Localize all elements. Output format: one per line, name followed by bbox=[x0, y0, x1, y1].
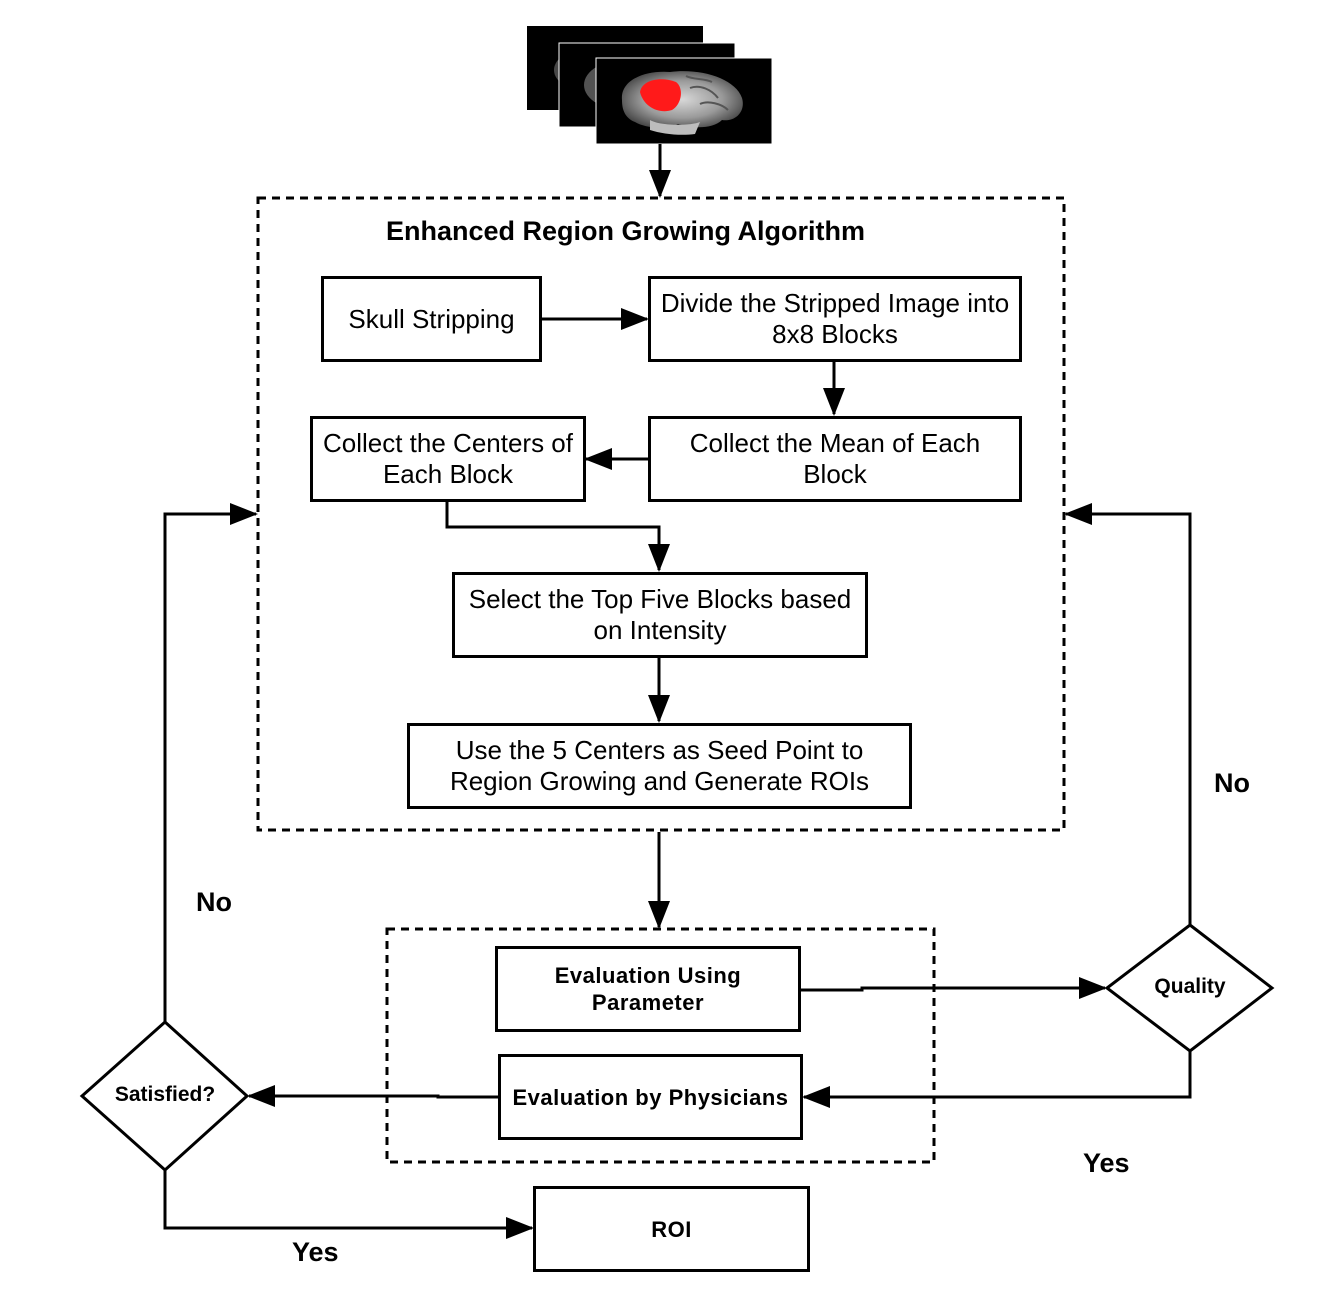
algorithm-title: Enhanced Region Growing Algorithm bbox=[386, 216, 865, 246]
tumor-region-highlight bbox=[640, 79, 681, 112]
roi-box: ROI bbox=[533, 1186, 810, 1272]
mri-image-stack bbox=[527, 26, 773, 145]
divide-blocks-box: Divide the Stripped Image into 8x8 Block… bbox=[648, 276, 1022, 362]
skull-stripping-box: Skull Stripping bbox=[321, 276, 542, 362]
quality-label: Quality bbox=[1154, 975, 1226, 998]
arrow-satisfied-no bbox=[163, 503, 258, 1022]
evaluation-physicians-box: Evaluation by Physicians bbox=[498, 1054, 803, 1140]
arrow-satisfied-yes bbox=[163, 1170, 534, 1239]
arrow-quality-yes bbox=[802, 1051, 1192, 1108]
evaluation-container bbox=[385, 927, 936, 1164]
satisfied-yes-label: Yes bbox=[292, 1237, 339, 1267]
seed-point-box: Use the 5 Centers as Seed Point to Regio… bbox=[407, 723, 912, 809]
arrow-parameter-to-quality bbox=[800, 977, 1107, 999]
quality-no-label: No bbox=[1214, 768, 1250, 798]
collect-centers-box: Collect the Centers of Each Block bbox=[310, 416, 586, 502]
select-top-five-box: Select the Top Five Blocks based on Inte… bbox=[452, 572, 868, 658]
quality-yes-label: Yes bbox=[1083, 1148, 1130, 1178]
evaluation-parameter-box: Evaluation Using Parameter bbox=[495, 946, 801, 1032]
arrow-centers-to-select bbox=[445, 502, 670, 572]
satisfied-label: Satisfied? bbox=[114, 1083, 216, 1106]
arrow-quality-no bbox=[1064, 503, 1192, 925]
arrow-physicians-to-satisfied bbox=[247, 1085, 499, 1107]
satisfied-no-label: No bbox=[196, 887, 232, 917]
collect-mean-box: Collect the Mean of Each Block bbox=[648, 416, 1022, 502]
